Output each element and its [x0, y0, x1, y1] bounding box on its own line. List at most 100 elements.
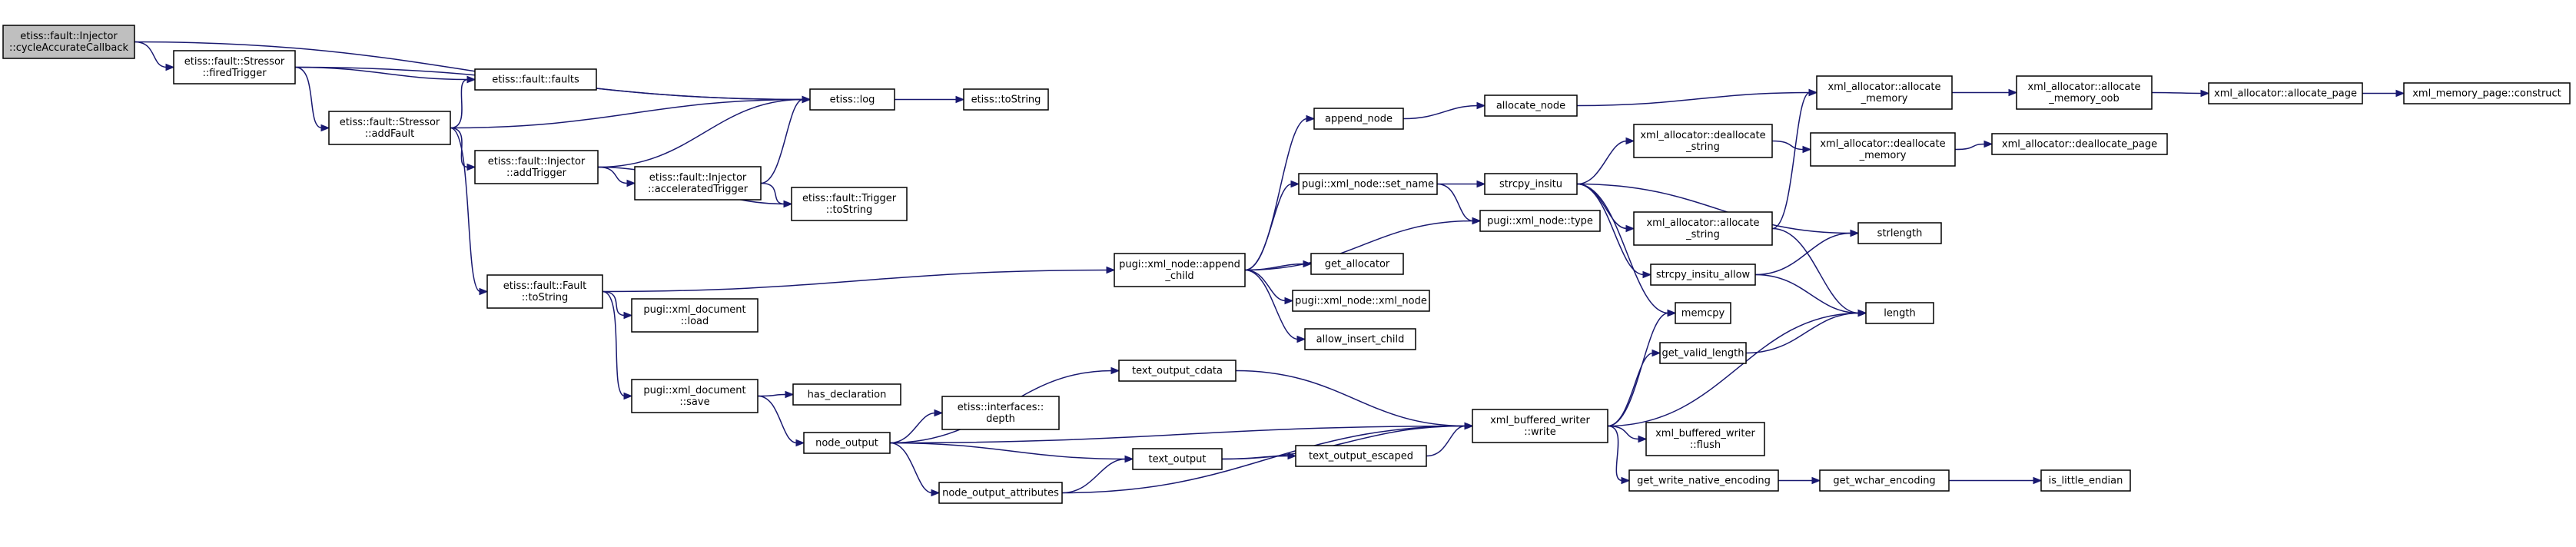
- node-get-wchar-encoding[interactable]: get_wchar_encoding: [1819, 469, 1950, 492]
- edge-n5-to-n3: [450, 95, 812, 129]
- node-label: xml_buffered_writer: [1655, 428, 1755, 439]
- node-pugi-xml-document-load[interactable]: pugi::xml_document::load: [631, 298, 759, 333]
- node-label: strlength: [1877, 228, 1923, 240]
- node-get-write-native-encoding[interactable]: get_write_native_encoding: [1628, 469, 1779, 492]
- edge-n26-to-n32: [1576, 183, 1677, 317]
- edge-line: [294, 66, 323, 129]
- edge-arrowhead: [1625, 137, 1635, 145]
- node-label: ::acceleratedTrigger: [648, 184, 749, 195]
- node-box: [1292, 290, 1430, 312]
- node-label: has_declaration: [808, 390, 887, 401]
- node-is-little-endian[interactable]: is_little_endian: [2040, 469, 2131, 492]
- node-xml-allocator-allocate-string[interactable]: xml_allocator::allocate_string: [1633, 211, 1773, 246]
- node-etiss-fault-stressor-addfault[interactable]: etiss::fault::Stressor::addFault: [328, 111, 451, 145]
- node-strcpy-insitu[interactable]: strcpy_insitu: [1484, 173, 1578, 195]
- node-etiss-fault-injector-acceleratedtrigger[interactable]: etiss::fault::Injector::acceleratedTrigg…: [634, 166, 762, 201]
- node-xml-allocator-allocate-page[interactable]: xml_allocator::allocate_page: [2208, 82, 2363, 104]
- node-xml-allocator-deallocate-memory[interactable]: xml_allocator::deallocate_memory: [1810, 132, 1956, 167]
- edge-line: [1954, 143, 1986, 151]
- node-label: etiss::log: [830, 94, 875, 106]
- edge-n36-to-n41: [1952, 88, 2018, 97]
- node-etiss-log[interactable]: etiss::log: [809, 88, 895, 111]
- node-box: [1659, 342, 1747, 364]
- node-append-node[interactable]: append_node: [1313, 108, 1404, 130]
- edge-arrowhead: [1476, 180, 1486, 188]
- node-etiss-fault-injector-cycleaccuratecallback[interactable]: etiss::fault::Injector::cycleAccurateCal…: [2, 25, 135, 59]
- node-get-valid-length[interactable]: get_valid_length: [1659, 342, 1747, 364]
- node-memcpy[interactable]: memcpy: [1675, 302, 1731, 324]
- node-box: [2403, 82, 2571, 104]
- edge-arrowhead: [466, 75, 476, 84]
- node-label: pugi::xml_node::type: [1487, 216, 1593, 227]
- edge-line: [1221, 425, 1466, 460]
- node-label: ::save: [679, 396, 709, 408]
- node-xml-memory-page-construct[interactable]: xml_memory_page::construct: [2403, 82, 2571, 104]
- node-xml-allocator-deallocate-string[interactable]: xml_allocator::deallocate_string: [1633, 124, 1773, 158]
- node-text-output[interactable]: text_output: [1132, 448, 1223, 470]
- node-label: _child: [1164, 270, 1193, 282]
- node-xml-buffered-writer-flush[interactable]: xml_buffered_writer::flush: [1645, 422, 1765, 456]
- node-pugi-xml-node-xml-node[interactable]: pugi::xml_node::xml_node: [1292, 290, 1430, 312]
- node-box: [1304, 328, 1416, 350]
- node-pugi-xml-node-append-child[interactable]: pugi::xml_node::append_child: [1114, 253, 1246, 287]
- call-graph-nodes: etiss::fault::Injector::cycleAccurateCal…: [2, 25, 2571, 504]
- edge-arrowhead: [623, 392, 633, 400]
- node-xml-buffered-writer-write[interactable]: xml_buffered_writer::write: [1472, 409, 1608, 443]
- edge-arrowhead: [1811, 476, 1821, 485]
- node-node-output-attributes[interactable]: node_output_attributes: [938, 482, 1063, 504]
- node-etiss-fault-faults[interactable]: etiss::fault::faults: [474, 68, 597, 91]
- edge-arrowhead: [466, 163, 476, 171]
- edge-line: [597, 98, 804, 168]
- node-text-output-escaped[interactable]: text_output_escaped: [1295, 445, 1427, 467]
- node-etiss-tostring[interactable]: etiss::toString: [963, 88, 1049, 111]
- node-has-declaration[interactable]: has_declaration: [792, 383, 901, 406]
- edge-n1-to-n5: [294, 66, 330, 132]
- edge-arrowhead: [1802, 145, 1812, 154]
- node-label: is_little_endian: [2049, 476, 2123, 487]
- node-text-output-cdata[interactable]: text_output_cdata: [1118, 360, 1237, 382]
- edge-n33-to-n39: [1745, 309, 1867, 354]
- node-etiss-fault-fault-tostring[interactable]: etiss::fault::Fault::toString: [486, 274, 603, 309]
- edge-n16-to-n28: [1235, 370, 1474, 430]
- edge-arrowhead: [934, 409, 944, 417]
- node-get-allocator[interactable]: get_allocator: [1310, 253, 1404, 275]
- edge-n20-to-n25: [1403, 101, 1486, 120]
- edge-line: [1576, 183, 1852, 234]
- node-box: [963, 88, 1049, 111]
- node-allow-insert-child[interactable]: allow_insert_child: [1304, 328, 1416, 350]
- edge-arrowhead: [955, 95, 965, 104]
- node-label: etiss::fault::Injector: [649, 172, 747, 184]
- node-etiss-fault-stressor-firedtrigger[interactable]: etiss::fault::Stressor::firedTrigger: [173, 50, 296, 85]
- node-label: pugi::xml_node::append: [1119, 259, 1240, 270]
- edge-line: [450, 127, 481, 293]
- node-strcpy-insitu-allow[interactable]: strcpy_insitu_allow: [1650, 264, 1756, 286]
- edge-arrowhead: [785, 390, 795, 399]
- node-label: ::firedTrigger: [202, 68, 267, 79]
- node-box: [1132, 448, 1223, 470]
- node-etiss-interfaces-depth[interactable]: etiss::interfaces::depth: [941, 396, 1060, 430]
- node-xml-allocator-deallocate-page[interactable]: xml_allocator::deallocate_page: [1991, 133, 2168, 155]
- edge-arrowhead: [623, 311, 633, 320]
- edge-arrowhead: [479, 287, 489, 296]
- node-xml-allocator-allocate-memory[interactable]: xml_allocator::allocate_memory: [1816, 75, 1953, 110]
- node-pugi-xml-node-set-name[interactable]: pugi::xml_node::set_name: [1298, 173, 1438, 195]
- node-length[interactable]: length: [1865, 302, 1934, 324]
- edge-n19-to-n22: [1244, 260, 1313, 271]
- node-pugi-xml-node-type[interactable]: pugi::xml_node::type: [1479, 210, 1601, 232]
- node-strlength[interactable]: strlength: [1857, 222, 1942, 244]
- node-etiss-fault-trigger-tostring[interactable]: etiss::fault::Trigger::toString: [791, 187, 908, 221]
- edge-n28-to-n35: [1607, 425, 1631, 485]
- edge-n9-to-n10: [602, 290, 633, 320]
- node-allocate-node[interactable]: allocate_node: [1484, 94, 1578, 117]
- node-label: pugi::xml_node::set_name: [1302, 179, 1434, 191]
- node-box: [2208, 82, 2363, 104]
- node-xml-allocator-allocate-memory-oob[interactable]: xml_allocator::allocate_memory_oob: [2016, 75, 2153, 110]
- node-box: [1310, 253, 1404, 275]
- node-node-output[interactable]: node_output: [803, 432, 891, 454]
- node-label: xml_allocator::allocate_page: [2214, 88, 2357, 100]
- node-box: [1114, 253, 1246, 287]
- node-pugi-xml-document-save[interactable]: pugi::xml_document::save: [631, 379, 759, 413]
- node-etiss-fault-injector-addtrigger[interactable]: etiss::fault::Injector::addTrigger: [474, 150, 599, 184]
- node-label: ::addTrigger: [506, 167, 567, 179]
